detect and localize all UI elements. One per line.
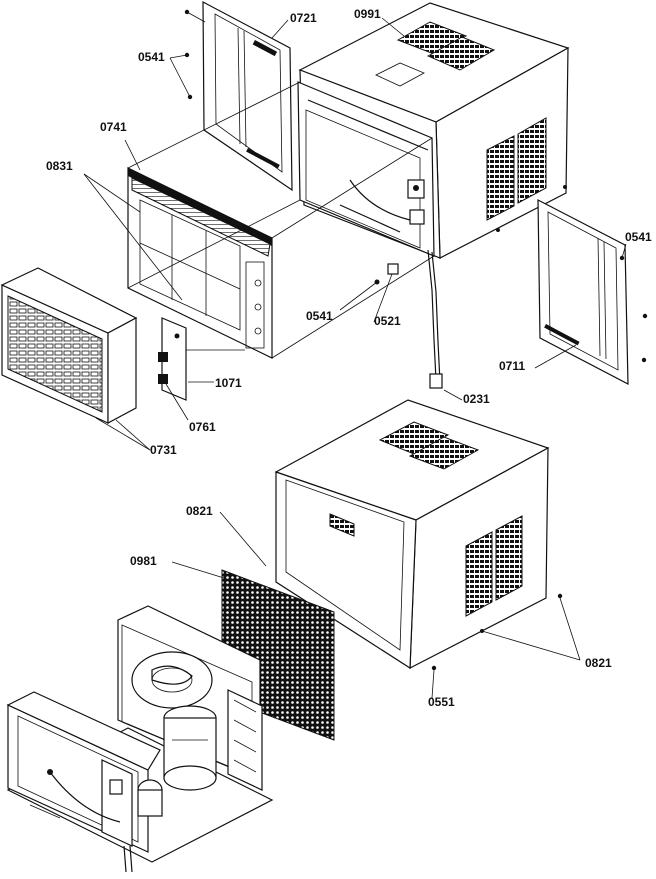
label-0831: 0831 xyxy=(46,159,73,173)
label-0541-right: 0541 xyxy=(625,230,652,244)
label-0711: 0711 xyxy=(499,359,525,373)
label-0821-left: 0821 xyxy=(186,504,213,518)
label-0991: 0991 xyxy=(354,7,381,21)
wrapper-cabinet xyxy=(274,399,563,671)
label-0541-top: 0541 xyxy=(138,50,165,64)
label-0521: 0521 xyxy=(374,314,401,328)
chassis-assembly xyxy=(6,605,274,873)
front-frame xyxy=(127,81,435,359)
label-0721: 0721 xyxy=(290,11,317,25)
label-0821-right: 0821 xyxy=(585,656,612,670)
control-bracket xyxy=(158,317,245,401)
screw-and-clip xyxy=(374,263,399,285)
left-curtain-panel xyxy=(202,0,293,192)
right-curtain-panel xyxy=(537,199,648,386)
leader-lines xyxy=(83,17,627,699)
label-0981: 0981 xyxy=(130,554,157,568)
callout-labels: 0721 0991 0541 0741 0831 0541 0521 0541 … xyxy=(46,7,652,709)
label-0541-mid: 0541 xyxy=(306,309,333,323)
label-0551: 0551 xyxy=(428,695,455,709)
screws-left xyxy=(184,9,206,100)
front-grille xyxy=(0,267,138,425)
label-0761: 0761 xyxy=(189,420,216,434)
label-0741: 0741 xyxy=(100,120,127,134)
label-0731: 0731 xyxy=(150,443,177,457)
outer-cabinet xyxy=(297,2,570,389)
label-1071: 1071 xyxy=(215,376,242,390)
label-0231: 0231 xyxy=(463,392,490,406)
